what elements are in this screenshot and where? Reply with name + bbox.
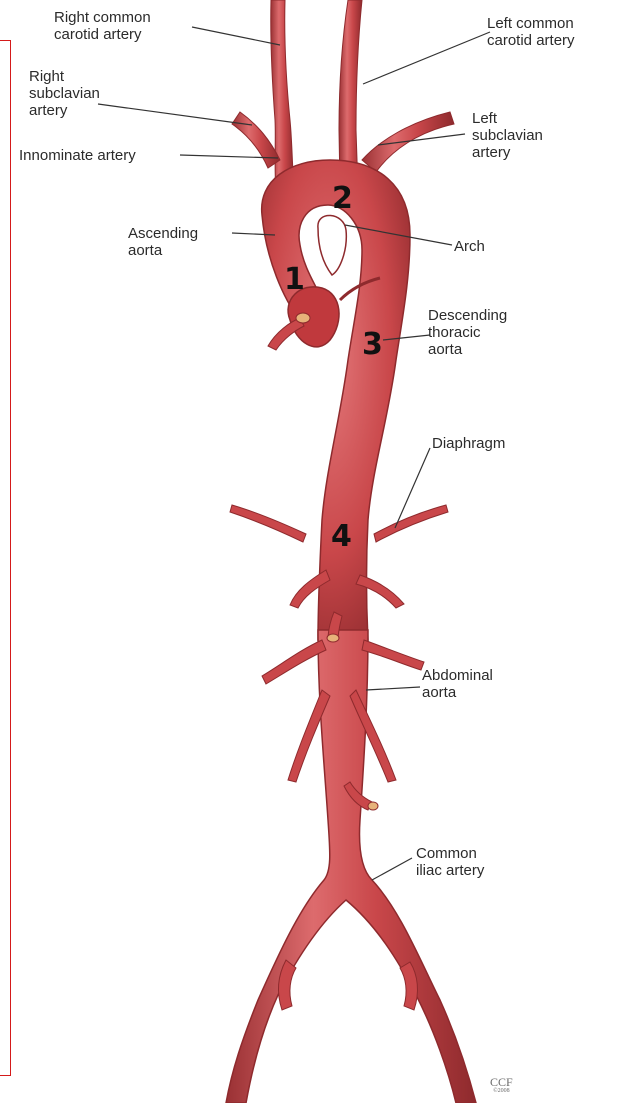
label-line: Diaphragm [432, 435, 505, 452]
label-line: Arch [454, 238, 485, 255]
label-innominate: Innominate artery [19, 147, 136, 164]
label-line: artery [29, 102, 100, 119]
label-line: Left [472, 110, 543, 127]
label-line: subclavian [29, 85, 100, 102]
watermark-year: ©2008 [490, 1088, 513, 1095]
label-descending-thoracic: Descending thoracic aorta [428, 307, 507, 358]
copyright-watermark: CCF ©2008 [490, 1076, 513, 1095]
label-line: artery [472, 144, 543, 161]
label-left-common-carotid: Left common carotid artery [487, 15, 575, 49]
marker-2: 2 [332, 184, 353, 214]
label-right-common-carotid: Right common carotid artery [54, 9, 151, 43]
label-line: aorta [128, 242, 198, 259]
label-diaphragm: Diaphragm [432, 435, 505, 452]
label-line: iliac artery [416, 862, 484, 879]
label-line: subclavian [472, 127, 543, 144]
label-line: Left common [487, 15, 575, 32]
label-arch: Arch [454, 238, 485, 255]
watermark-main: CCF [490, 1075, 513, 1089]
label-line: Descending [428, 307, 507, 324]
label-line: aorta [428, 341, 507, 358]
label-left-subclavian: Left subclavian artery [472, 110, 543, 161]
label-line: Abdominal [422, 667, 493, 684]
label-line: Ascending [128, 225, 198, 242]
label-line: carotid artery [487, 32, 575, 49]
label-line: Right common [54, 9, 151, 26]
label-ascending-aorta: Ascending aorta [128, 225, 198, 259]
label-common-iliac: Common iliac artery [416, 845, 484, 879]
label-line: carotid artery [54, 26, 151, 43]
marker-3: 3 [362, 330, 383, 360]
label-line: aorta [422, 684, 493, 701]
marker-4: 4 [331, 522, 352, 552]
marker-1: 1 [284, 265, 305, 295]
label-line: Common [416, 845, 484, 862]
leader-lines [98, 27, 490, 880]
label-line: Innominate artery [19, 147, 136, 164]
label-right-subclavian: Right subclavian artery [29, 68, 100, 119]
label-line: thoracic [428, 324, 507, 341]
aorta-body [262, 160, 410, 640]
label-abdominal-aorta: Abdominal aorta [422, 667, 493, 701]
label-line: Right [29, 68, 100, 85]
